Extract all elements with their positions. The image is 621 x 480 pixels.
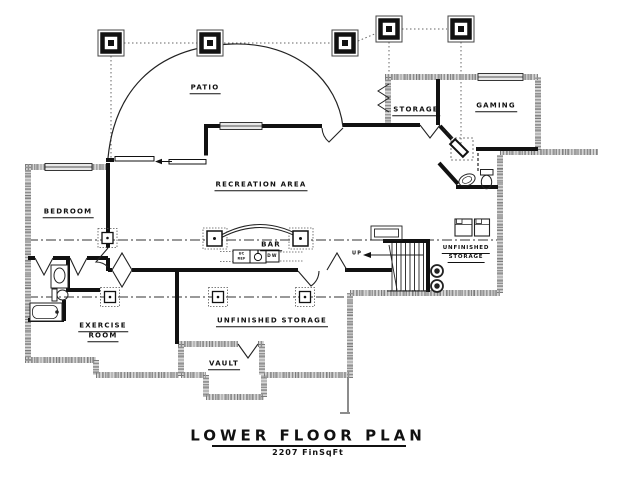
powder-bath-fixtures: [458, 169, 494, 190]
left-bathroom-fixtures: [29, 264, 69, 322]
patio-columns: [98, 16, 474, 56]
powder-toilet-bowl: [480, 174, 493, 190]
bath-closet-door-v2: [69, 257, 88, 277]
vanity-sink: [53, 267, 66, 284]
bar-ucref-label-2: REF: [237, 255, 246, 260]
room-label-patio: PATIO: [189, 84, 221, 94]
bathtub-drain: [55, 310, 59, 314]
storage-hall-door: [297, 270, 320, 287]
patio-sliding-door: [114, 155, 208, 165]
bar-post-right: [288, 227, 314, 250]
window-well: [340, 378, 350, 414]
mechanical-equipment: [430, 218, 491, 293]
room-label-exercise-1: EXERCISE: [78, 322, 128, 332]
bar-ucref-label-1: UC: [238, 251, 245, 256]
room-label-bedroom: BEDROOM: [42, 208, 94, 218]
room-label-storage: STORAGE: [392, 106, 440, 116]
recreation-patio-door: [321, 127, 344, 143]
bedroom-window: [44, 163, 93, 171]
bar-posts: [202, 227, 314, 250]
column-guide-lines: [110, 28, 462, 158]
plan-title: LOWER FLOOR PLAN: [190, 426, 426, 445]
angled-door: [442, 128, 479, 171]
storage-shelves-zigzag: [377, 83, 390, 113]
patio-edge-arc: [107, 43, 344, 159]
plan-title-underline: [212, 445, 406, 447]
stair-door-v: [326, 251, 348, 271]
powder-toilet-tank: [480, 169, 494, 176]
bar-dw-label: DW: [267, 252, 278, 258]
room-label-recreation: RECREATION AREA: [214, 181, 308, 191]
room-label-vault: VAULT: [208, 360, 240, 370]
powder-sink: [458, 173, 476, 187]
room-label-gaming: GAMING: [475, 102, 517, 112]
staircase: [363, 225, 428, 292]
toilet-tank: [51, 288, 58, 302]
gaming-window: [477, 73, 524, 81]
storage-room-door-v: [419, 124, 441, 139]
bath-closet-door-v1: [34, 257, 54, 277]
stairs-up-label: UP: [351, 250, 363, 257]
room-label-unfinished-storage-right-1: UNFINISHED: [441, 245, 491, 254]
door-swings: [34, 124, 441, 359]
plan-subtitle: 2207 FinSqFt: [272, 448, 344, 457]
exercise-door-v: [111, 251, 133, 289]
vault-door-v: [237, 343, 259, 359]
room-label-unfinished-storage-bottom: UNFINISHED STORAGE: [215, 317, 329, 327]
room-label-bar: BAR: [260, 241, 282, 251]
recreation-window: [219, 122, 263, 130]
bar-appliances: [220, 249, 303, 264]
bar-post-left: [202, 227, 228, 250]
room-label-exercise-2: ROOM: [87, 332, 119, 342]
room-label-unfinished-storage-right-2: STORAGE: [447, 254, 485, 263]
bedroom-door: [94, 247, 109, 268]
windows: [44, 73, 524, 171]
bathtub: [29, 302, 63, 322]
toilet-bowl: [56, 289, 69, 301]
